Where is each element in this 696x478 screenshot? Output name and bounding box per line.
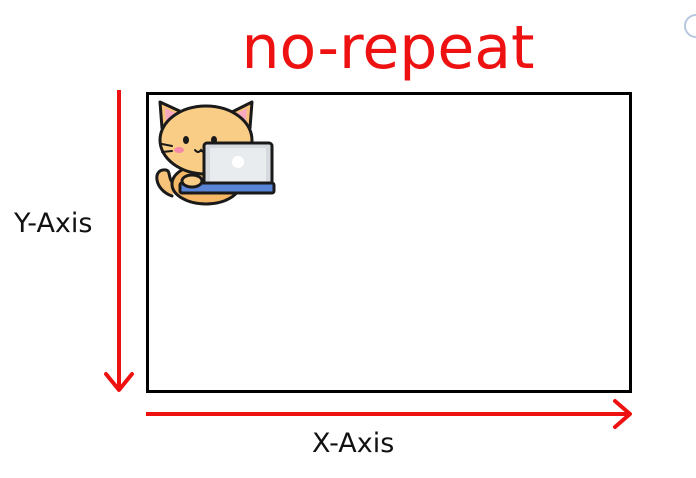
x-axis-arrow xyxy=(146,399,632,429)
x-axis-label: X-Axis xyxy=(312,428,395,459)
y-axis-label: Y-Axis xyxy=(14,208,93,239)
y-axis-arrow xyxy=(104,90,134,392)
background-container xyxy=(146,92,632,393)
diagram-title: no-repeat xyxy=(241,13,535,83)
cat-with-laptop-icon xyxy=(155,100,276,206)
